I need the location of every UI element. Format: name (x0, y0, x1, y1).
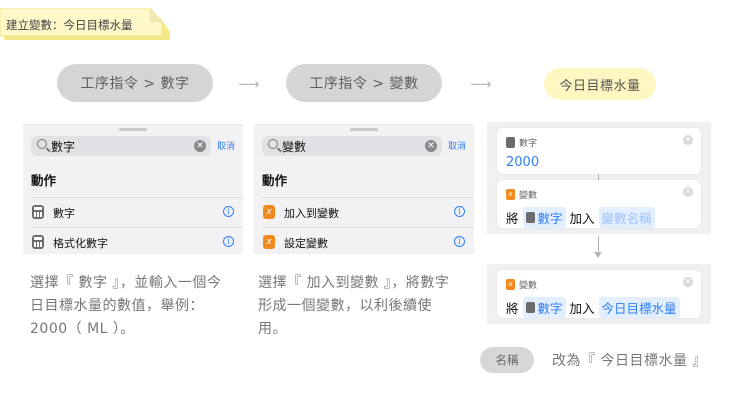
description-step-1: 選擇『 數字 』，並輸入一個今 日目標水量的數值，舉例： 2000（ ML ）。 (30, 272, 221, 341)
info-icon[interactable]: i (223, 206, 234, 217)
search-input[interactable]: 數字 (51, 140, 76, 154)
card-body: 將 數字 加入 今日目標水量 (506, 297, 680, 318)
description-line: 選擇『 數字 』，並輸入一個今 (30, 275, 222, 291)
action-row-number[interactable]: 數字 i (23, 197, 243, 227)
step-pill-result: 今日目標水量 (544, 68, 656, 100)
step-arrow-icon: ⟶ (470, 75, 492, 93)
card-header: x 變數 (506, 188, 537, 201)
step-pill-variable: 工序指令 > 變數 (286, 64, 442, 102)
calculator-icon (506, 137, 515, 148)
description-step-2: 選擇『 加入到變數 』，將數字 形成一個變數，以利後續使 用。 (258, 272, 449, 341)
info-icon[interactable]: i (454, 206, 465, 217)
connector-line (598, 174, 599, 180)
divider (262, 197, 474, 198)
shortcut-editor-top: 數字 ✕ 2000 x 變數 ✕ 將 數字 加入 變數名稱 (487, 122, 711, 234)
clear-search-icon[interactable]: ✕ (194, 140, 206, 152)
action-row-set-variable[interactable]: x 設定變數 i (254, 227, 474, 254)
description-line: 形成一個變數，以利後續使 (258, 298, 432, 314)
action-row-format-number[interactable]: 格式化數字 i (23, 227, 243, 254)
search-field[interactable]: 數字 ✕ (31, 136, 211, 156)
verb-label: 將 (506, 301, 519, 316)
actions-panel-number: 數字 ✕ 取消 動作 數字 i 格式化數字 i (23, 124, 243, 254)
divider (31, 197, 243, 198)
step-arrow-icon: ⟶ (238, 75, 260, 93)
note-tab-shape (0, 8, 170, 40)
card-header-label: 數字 (519, 139, 538, 149)
shortcut-editor-bottom: x 變數 ✕ 將 數字 加入 今日目標水量 (487, 264, 711, 324)
variable-icon: x (263, 235, 275, 249)
number-action-card[interactable]: 數字 ✕ 2000 (497, 128, 701, 174)
add-to-variable-card[interactable]: x 變數 ✕ 將 數字 加入 變數名稱 (497, 180, 701, 228)
note-tab-label: 建立變數：今日目標水量 (6, 18, 133, 32)
card-body: 2000 (506, 155, 539, 170)
info-icon[interactable]: i (223, 236, 234, 247)
calculator-icon (32, 205, 44, 219)
token-label: 數字 (537, 211, 563, 226)
action-verb-label: 加入 (569, 301, 595, 316)
variable-icon: x (506, 189, 515, 200)
section-title: 動作 (262, 173, 288, 188)
sheet-grabber[interactable] (119, 128, 147, 131)
name-pill: 名稱 (480, 347, 534, 373)
action-label: 格式化數字 (53, 237, 108, 250)
variable-icon: x (263, 205, 275, 219)
section-title: 動作 (31, 173, 57, 188)
divider (31, 227, 243, 228)
calculator-icon (525, 302, 535, 313)
add-to-variable-card[interactable]: x 變數 ✕ 將 數字 加入 今日目標水量 (497, 270, 701, 318)
variable-name-field[interactable]: 變數名稱 (598, 207, 655, 228)
action-verb-label: 加入 (569, 211, 595, 226)
rename-instruction: 改為『 今日目標水量 』 (552, 353, 707, 369)
remove-action-icon[interactable]: ✕ (683, 277, 693, 287)
calculator-icon (525, 212, 535, 223)
description-line: 2000（ ML ）。 (30, 321, 135, 337)
card-header-label: 變數 (519, 281, 538, 291)
description-line: 選擇『 加入到變數 』，將數字 (258, 275, 450, 291)
actions-panel-variable: 變數 ✕ 取消 動作 x 加入到變數 i x 設定變數 i (254, 124, 474, 254)
magic-variable-token[interactable]: 數字 (522, 207, 566, 228)
search-icon (268, 139, 278, 149)
sheet-grabber[interactable] (350, 128, 378, 131)
action-row-add-to-variable[interactable]: x 加入到變數 i (254, 197, 474, 227)
action-label: 數字 (53, 207, 75, 220)
variable-icon: x (506, 279, 515, 290)
remove-action-icon[interactable]: ✕ (683, 135, 693, 145)
card-header-label: 變數 (519, 191, 538, 201)
variable-name-field[interactable]: 今日目標水量 (598, 297, 680, 318)
remove-action-icon[interactable]: ✕ (683, 187, 693, 197)
step-pill-number: 工序指令 > 數字 (57, 64, 213, 102)
card-header: x 變數 (506, 278, 537, 291)
magic-variable-token[interactable]: 數字 (522, 297, 566, 318)
search-field[interactable]: 變數 ✕ (262, 136, 442, 156)
info-icon[interactable]: i (454, 236, 465, 247)
connector-line (598, 236, 599, 254)
description-line: 日目標水量的數值，舉例： (30, 298, 204, 314)
cancel-button[interactable]: 取消 (217, 142, 236, 152)
verb-label: 將 (506, 211, 519, 226)
token-label: 數字 (537, 301, 563, 316)
clear-search-icon[interactable]: ✕ (425, 140, 437, 152)
description-line: 用。 (258, 321, 287, 337)
card-body: 將 數字 加入 變數名稱 (506, 207, 655, 228)
note-tab: 建立變數：今日目標水量 (0, 8, 172, 42)
search-input[interactable]: 變數 (282, 140, 307, 154)
card-header: 數字 (506, 136, 537, 149)
calculator-icon (32, 235, 44, 249)
down-arrow-icon (594, 252, 602, 258)
search-icon (37, 139, 47, 149)
action-label: 加入到變數 (284, 207, 339, 220)
cancel-button[interactable]: 取消 (448, 142, 467, 152)
action-label: 設定變數 (284, 237, 328, 250)
number-value-field[interactable]: 2000 (506, 155, 540, 170)
divider (262, 227, 474, 228)
